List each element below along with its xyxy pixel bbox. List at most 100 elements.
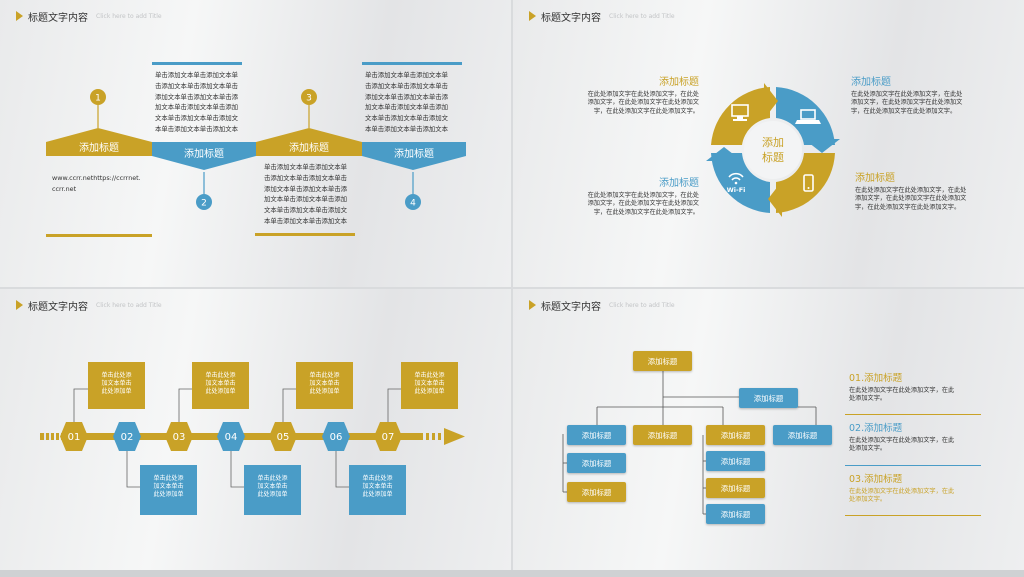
point-title: 03.添加标题 (849, 474, 903, 485)
org-node[interactable]: 添加标题 (773, 425, 832, 445)
header-triangle-icon (16, 11, 23, 21)
header-title: 标题文字内容 (541, 12, 601, 24)
org-node[interactable]: 添加标题 (633, 425, 692, 445)
cycle-segment-blue[interactable] (776, 87, 835, 145)
text-block[interactable]: 单击添加文本单击添加文本单 击添加文本单击添加文本单击 添加文本单击添加文本单击… (155, 71, 239, 133)
org-node[interactable]: 添加标题 (567, 453, 626, 473)
step-box[interactable]: 单击此处添加文本单击此处添加单 (244, 465, 301, 515)
cycle-item[interactable]: 添加标题 在此处添加文字在此处添加文字，在此处 添加文字，在此处添加文字在此处添… (855, 169, 987, 212)
step-hexagon[interactable] (322, 422, 350, 451)
point-item[interactable]: 02.添加标题 在此处添加文字在此处添加文字，在此 处添加文字。 (849, 420, 981, 454)
cycle-item[interactable]: 添加标题 在此处添加文字在此处添加文字，在此处 添加文字，在此处添加文字在此处添… (577, 174, 699, 217)
step-hexagon[interactable] (374, 422, 402, 451)
org-node[interactable]: 添加标题 (706, 478, 765, 498)
rule-gold-bottom (255, 233, 355, 236)
label-shape-blue (152, 142, 256, 170)
slide-header: 标题文字内容 Click here to add Title (529, 9, 675, 24)
org-chart-connectors (562, 371, 817, 515)
slide-1[interactable]: 标题文字内容 Click here to add Title 1 2 3 4 添… (0, 0, 511, 287)
zigzag-graphic: 1 2 3 4 添加标题 添加标题 添加标题 添加标题 (46, 62, 466, 237)
step-number: 02 (121, 432, 134, 443)
point-title: 01.添加标题 (849, 373, 903, 384)
header-title: 标题文字内容 (28, 12, 88, 24)
shape-label[interactable]: 添加标题 (289, 141, 329, 154)
rule-gold-bottom (46, 234, 152, 237)
timeline-graphic: 01 02 03 04 05 06 07 (40, 388, 465, 488)
text-block[interactable]: 单击添加文本单击添加文本单 击添加文本单击添加文本单击 添加文本单击添加文本单击… (264, 163, 348, 225)
step-hexagon[interactable] (269, 422, 297, 451)
org-node[interactable]: 添加标题 (706, 425, 765, 445)
step-box[interactable]: 单击此处添加文本单击此处添加单 (349, 465, 406, 515)
step-box[interactable]: 单击此处添加文本单击此处添加单 (88, 362, 145, 409)
next-slide-strip (0, 570, 1024, 577)
step-hexagon[interactable] (165, 422, 193, 451)
shape-label[interactable]: 添加标题 (79, 141, 119, 154)
step-box[interactable]: 单击此处添加文本单击此处添加单 (296, 362, 353, 409)
cycle-item[interactable]: 添加标题 在此处添加文字在此处添加文字，在此处 添加文字，在此处添加文字在此处添… (577, 73, 699, 116)
cycle-center-text: 添加 (762, 135, 784, 149)
shape-label[interactable]: 添加标题 (184, 147, 224, 160)
point-item[interactable]: 03.添加标题 在此处添加文字在此处添加文字，在此 处添加文字。 (849, 471, 981, 505)
org-node[interactable]: 添加标题 (739, 388, 798, 408)
slide-header: 标题文字内容 Click here to add Title (16, 298, 162, 313)
header-triangle-icon (529, 11, 536, 21)
point-item[interactable]: 01.添加标题 在此处添加文字在此处添加文字，在此 处添加文字。 (849, 370, 981, 404)
slide-2[interactable]: 标题文字内容 Click here to add Title 添加 标题 (513, 0, 1024, 287)
header-triangle-icon (16, 300, 23, 310)
step-hexagon[interactable] (113, 422, 141, 451)
slide-header: 标题文字内容 Click here to add Title (16, 9, 162, 24)
step-hexagon[interactable] (60, 422, 88, 451)
item-title: 添加标题 (659, 77, 699, 88)
step-box[interactable]: 单击此处添加文本单击此处添加单 (140, 465, 197, 515)
step-number: 03 (173, 432, 186, 443)
item-title: 添加标题 (851, 77, 891, 88)
header-title: 标题文字内容 (28, 301, 88, 313)
number-badge (196, 194, 212, 210)
org-node[interactable]: 添加标题 (706, 504, 765, 524)
org-node[interactable]: 添加标题 (567, 482, 626, 502)
number-badge (90, 89, 106, 105)
cycle-segment-gold[interactable] (776, 153, 835, 213)
slide-3[interactable]: 标题文字内容 Click here to add Title 01 02 03 (0, 289, 511, 576)
mobile-phone-icon (803, 174, 814, 192)
slide-header: 标题文字内容 Click here to add Title (529, 298, 675, 313)
step-hexagon[interactable] (217, 422, 245, 451)
org-node-root[interactable]: 添加标题 (633, 351, 692, 371)
step-number: 01 (68, 432, 81, 443)
divider (845, 515, 981, 516)
text-block[interactable]: 单击添加文本单击添加文本单 击添加文本单击添加文本单击 添加文本单击添加文本单击… (365, 71, 449, 133)
shape-label[interactable]: 添加标题 (394, 147, 434, 160)
step-box[interactable]: 单击此处添加文本单击此处添加单 (192, 362, 249, 409)
cycle-item[interactable]: 添加标题 在此处添加文字在此处添加文字，在此处 添加文字，在此处添加文字在此处添… (851, 73, 983, 116)
step-box[interactable]: 单击此处添加文本单击此处添加单 (401, 362, 458, 409)
cycle-segment-blue[interactable] (711, 153, 770, 213)
number-badge (301, 89, 317, 105)
laptop-icon (795, 109, 821, 124)
org-node[interactable]: 添加标题 (567, 425, 626, 445)
header-subtitle: Click here to add Title (609, 12, 675, 20)
step-number: 07 (382, 432, 395, 443)
header-subtitle: Click here to add Title (96, 301, 162, 309)
item-title: 添加标题 (855, 173, 895, 184)
header-triangle-icon (529, 300, 536, 310)
label-shape-gold (46, 128, 152, 156)
cycle-center-text: 标题 (762, 150, 784, 164)
number-text: 3 (306, 94, 312, 104)
wifi-label: Wi-Fi (727, 186, 746, 194)
org-node[interactable]: 添加标题 (706, 451, 765, 471)
url-text[interactable]: www.ccrr.nethttps://ccrrnet. ccrr.net (52, 174, 141, 193)
rule-blue-top (152, 62, 242, 65)
number-text: 2 (201, 199, 207, 209)
computer-icon (731, 104, 749, 121)
header-subtitle: Click here to add Title (609, 301, 675, 309)
rule-blue-top (362, 62, 462, 65)
step-number: 05 (277, 432, 290, 443)
label-shape-gold (256, 128, 362, 156)
header-subtitle: Click here to add Title (96, 12, 162, 20)
slide-4[interactable]: 标题文字内容 Click here to add Title 添加标题 添加标题… (513, 289, 1024, 576)
number-badge (405, 194, 421, 210)
number-text: 4 (410, 199, 416, 209)
timeline-arrowhead-icon (444, 428, 465, 445)
step-number: 06 (330, 432, 343, 443)
